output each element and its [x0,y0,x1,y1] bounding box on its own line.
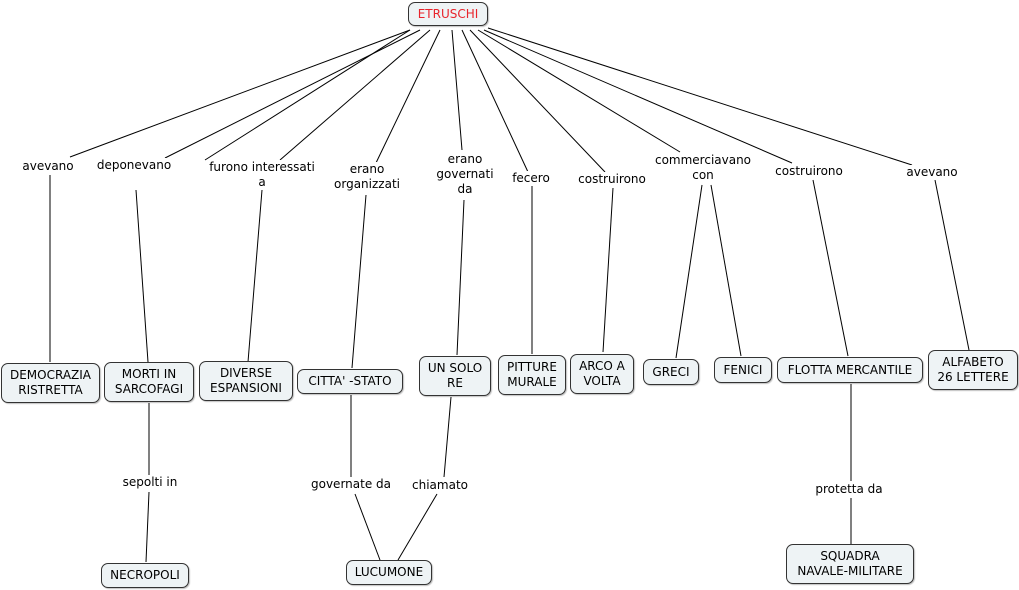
concept-necropoli[interactable]: NECROPOLI [101,563,189,588]
line [374,29,441,166]
link-avevano: avevano [22,159,74,174]
line [710,184,742,357]
concept-arco-a-volta[interactable]: ARCO A VOLTA [570,354,634,394]
line [934,179,970,351]
link-sepolti-in: sepolti in [122,475,178,490]
line [477,29,681,153]
link-costruirono-flotta: costruirono [775,164,843,179]
link-deponevano: deponevano [96,158,172,173]
concept-etruschi[interactable]: ETRUSCHI [408,2,488,26]
concept-morti-in-sarcofagi[interactable]: MORTI IN SARCOFAGI [104,362,194,402]
line [487,27,913,166]
concept-fenici[interactable]: FENICI [714,357,772,383]
concept-pitture-murale[interactable]: PITTURE MURALE [498,355,566,395]
link-fecero: fecero [512,171,550,186]
link-protetta-da: protetta da [815,482,883,497]
line [164,29,421,159]
concept-un-solo-re[interactable]: UN SOLO RE [419,356,491,396]
concept-alfabeto[interactable]: ALFABETO 26 LETTERE [928,350,1018,390]
link-costruirono: costruirono [578,172,646,187]
concept-diverse-espansioni[interactable]: DIVERSE ESPANSIONI [199,361,293,401]
line [145,491,150,563]
line [456,199,465,356]
link-chiamato: chiamato [412,478,468,493]
line [451,29,463,151]
link-governate-da: governate da [311,477,391,492]
link-erano-organizzati: erano organizzati [334,162,400,192]
line [354,493,381,561]
line [443,396,452,478]
concept-citta-stato[interactable]: CITTA' -STATO [297,369,403,394]
link-erano-governati: erano governati da [436,152,494,197]
link-avevano-alfabeto: avevano [906,165,958,180]
concept-lucumone[interactable]: LUCUMONE [346,560,432,585]
line [602,187,614,353]
line [483,29,793,164]
concept-squadra-navale-militare[interactable]: SQUADRA NAVALE-MILITARE [786,544,914,584]
link-furono-interessati: furono interessati a [209,160,315,190]
line [247,189,263,363]
line [397,493,438,561]
concept-flotta-mercantile[interactable]: FLOTTA MERCANTILE [777,357,923,383]
line [351,194,367,369]
concept-democrazia-ristretta[interactable]: DEMOCRAZIA RISTRETTA [1,363,100,403]
line [469,29,606,173]
line [69,29,411,158]
link-commerciavano: commerciavano con [654,153,752,183]
line [461,29,529,173]
line [812,179,849,357]
line [675,184,703,359]
line [279,29,431,161]
concept-greci[interactable]: GRECI [643,359,699,385]
line [135,189,149,363]
